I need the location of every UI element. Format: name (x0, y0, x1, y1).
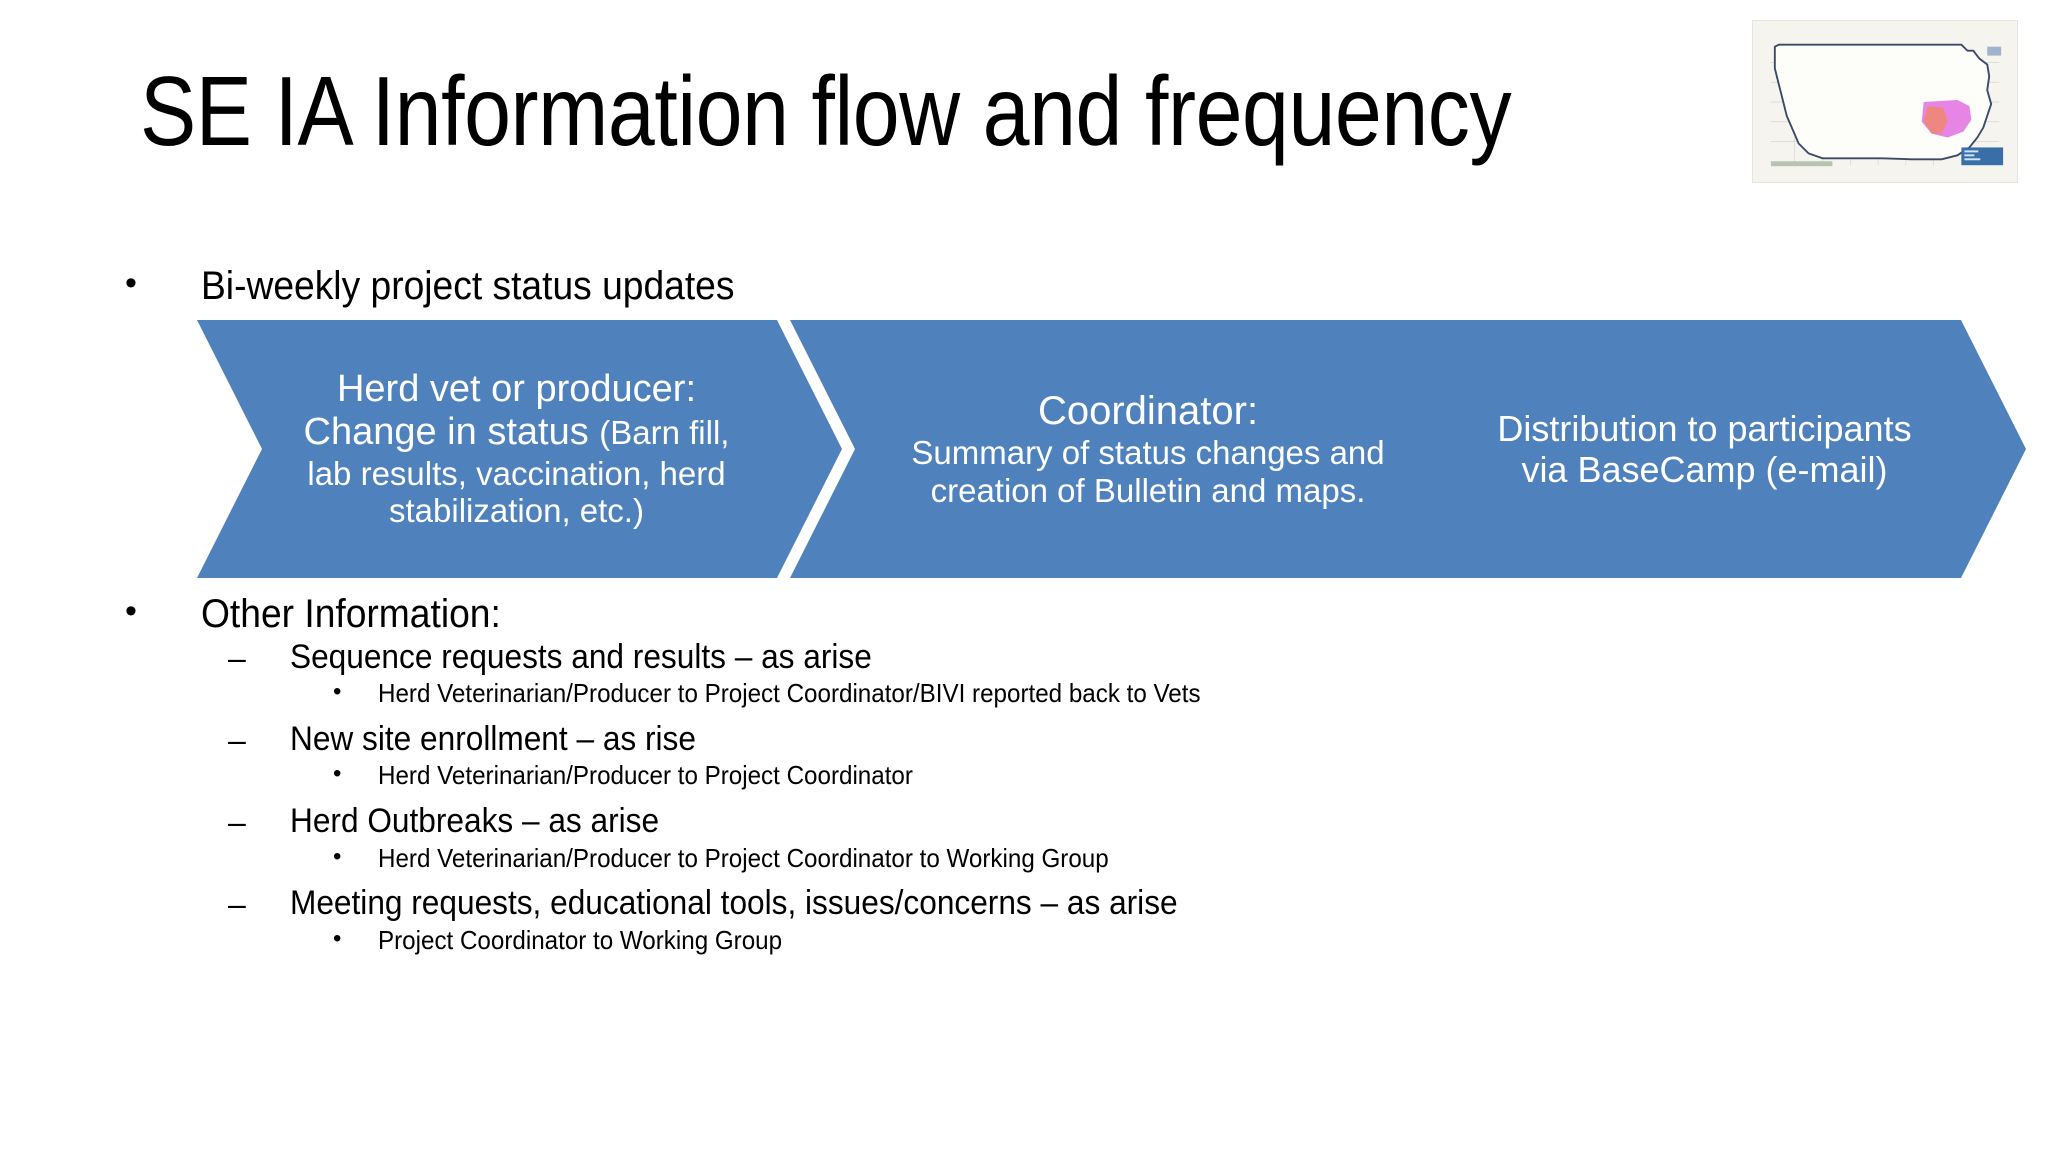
process-step-1-body: (Barn fill, lab results, vaccination, he… (307, 414, 730, 530)
process-step-3-body: Distribution to participants via BaseCam… (1497, 407, 1912, 490)
bullet-marker: • (333, 678, 342, 705)
bullet-marker: • (333, 925, 342, 952)
list-item-text: Herd Veterinarian/Producer to Project Co… (378, 760, 913, 790)
process-step-3-text: Distribution to participants via BaseCam… (1383, 408, 2026, 490)
bullet-marker: • (333, 843, 342, 870)
process-step-1-head: Herd vet or producer: Change in status (303, 368, 697, 454)
list-item-text: Sequence requests and results – as arise (290, 638, 872, 676)
iowa-map-icon (1753, 21, 2017, 182)
iowa-map-thumbnail (1752, 20, 2018, 183)
list-item-text: New site enrollment – as rise (290, 720, 696, 758)
dash-marker: – (228, 804, 246, 840)
process-step-2-head: Coordinator: (1037, 388, 1259, 433)
process-step-3[interactable]: Distribution to participants via BaseCam… (1383, 320, 2026, 578)
process-step-1-text: Herd vet or producer: Change in status (… (197, 368, 842, 530)
bullet-marker: • (333, 760, 342, 787)
process-step-1[interactable]: Herd vet or producer: Change in status (… (197, 320, 842, 578)
process-step-2[interactable]: Coordinator: Summary of status changes a… (790, 320, 1506, 578)
page-title: SE IA Information flow and frequency (140, 56, 1512, 166)
list-item-text: Herd Veterinarian/Producer to Project Co… (378, 843, 1109, 873)
dash-marker: – (228, 722, 246, 758)
list-item-text: Project Coordinator to Working Group (378, 925, 783, 955)
bullet-text: Other Information: (201, 592, 501, 636)
list-item-text: Meeting requests, educational tools, iss… (290, 884, 1178, 922)
process-step-2-text: Coordinator: Summary of status changes a… (790, 389, 1506, 510)
process-step-2-body: Summary of status changes and creation o… (911, 434, 1385, 509)
dash-marker: – (228, 886, 246, 922)
bullet-text: Bi-weekly project status updates (201, 264, 735, 308)
bullet-marker: • (125, 592, 137, 630)
list-item-text: Herd Veterinarian/Producer to Project Co… (378, 678, 1201, 708)
dash-marker: – (228, 640, 246, 676)
bullet-marker: • (125, 264, 137, 302)
list-item-text: Herd Outbreaks – as arise (290, 802, 660, 840)
